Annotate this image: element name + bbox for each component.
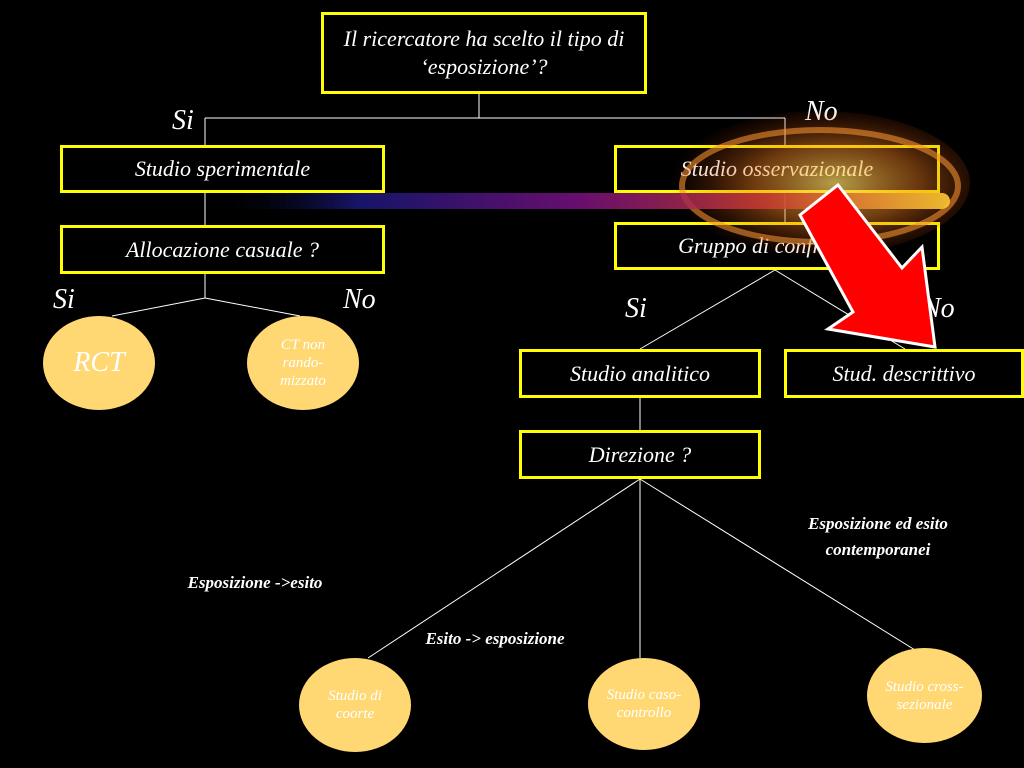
ct-non-randomizzato-text: CT non rando-mizzato <box>280 337 326 389</box>
gruppo-confronto-text: Gruppo di confronto ? <box>678 233 876 258</box>
studio-caso-controllo-oval: Studio caso-controllo <box>588 658 700 750</box>
rct-text: RCT <box>73 347 125 378</box>
label-si-right: Si <box>625 293 647 324</box>
studio-coorte-oval: Studio di coorte <box>299 658 411 752</box>
connector <box>111 297 206 317</box>
studio-coorte-text: Studio di coorte <box>328 688 382 722</box>
connector <box>367 478 641 659</box>
direzione-text: Direzione ? <box>588 441 692 467</box>
note-esposizione-esito: Esposizione ->esito <box>187 573 323 592</box>
connector <box>774 269 906 350</box>
connector <box>639 478 916 651</box>
studio-analitico-box: Studio analitico <box>519 349 761 398</box>
label-no-right: No <box>922 293 955 324</box>
gruppo-confronto-box: Gruppo di confronto ? <box>614 222 940 270</box>
connector <box>639 269 776 350</box>
studio-osservazionale-text: Studio osservazionale <box>680 156 874 181</box>
studio-caso-controllo-text: Studio caso-controllo <box>606 687 682 721</box>
studio-cross-sezionale-oval: Studio cross-sezionale <box>867 648 982 743</box>
root-question-box: Il ricercatore ha scelto il tipo di ‘esp… <box>321 12 647 94</box>
label-si-left: Si <box>53 284 75 315</box>
rct-oval: RCT <box>43 316 155 410</box>
label-no-left: No <box>343 284 376 315</box>
studio-sperimentale-box: Studio sperimentale <box>60 145 385 193</box>
studio-osservazionale-box: Studio osservazionale <box>614 145 940 193</box>
root-question-text: Il ricercatore ha scelto il tipo di ‘esp… <box>343 26 625 79</box>
studio-descrittivo-text: Stud. descrittivo <box>832 360 976 386</box>
direzione-box: Direzione ? <box>519 430 761 479</box>
allocazione-casuale-text: Allocazione casuale ? <box>125 236 320 262</box>
ct-non-randomizzato-oval: CT non rando-mizzato <box>247 316 359 410</box>
note-contemporanei: Esposizione ed esito contemporanei <box>808 514 948 559</box>
allocazione-casuale-box: Allocazione casuale ? <box>60 225 385 274</box>
studio-sperimentale-text: Studio sperimentale <box>134 156 311 181</box>
label-no-top: No <box>805 96 838 127</box>
studio-descrittivo-box: Stud. descrittivo <box>784 349 1024 398</box>
studio-analitico-text: Studio analitico <box>570 360 710 386</box>
label-si-top: Si <box>172 105 194 136</box>
studio-cross-sezionale-text: Studio cross-sezionale <box>885 678 964 713</box>
note-esito-esposizione: Esito -> esposizione <box>425 629 565 648</box>
connector <box>204 297 301 317</box>
